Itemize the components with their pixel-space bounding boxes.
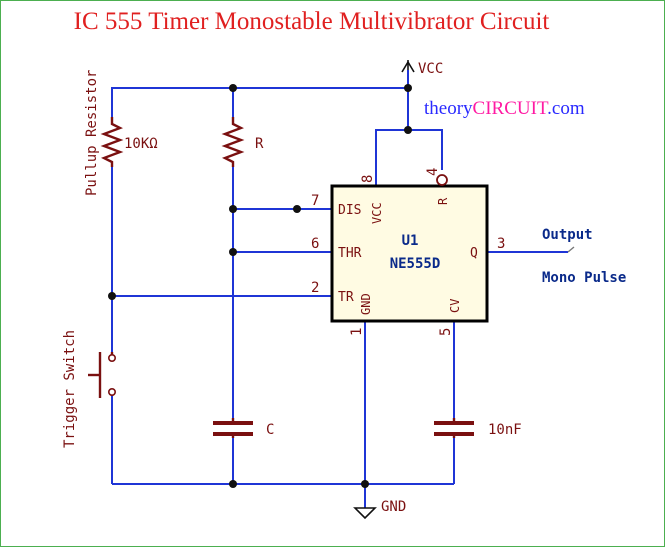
pin-name-cv: CV (448, 299, 462, 313)
brand-highlight: CIRCUIT (472, 98, 548, 119)
pin-number-2: 2 (311, 280, 319, 296)
junction-dot (404, 126, 412, 134)
trigger-switch-label: Trigger Switch (62, 330, 78, 448)
gnd-label: GND (381, 499, 406, 515)
site-brand: theoryCIRCUIT.com (424, 98, 585, 120)
junction-dot (229, 84, 237, 92)
output-label: Output (542, 227, 593, 243)
brand-suffix: .com (547, 98, 585, 119)
pullup-resistor-caption: Pullup Resistor (84, 70, 100, 196)
pin-number-8: 8 (360, 175, 376, 183)
pin-name-thr: THR (338, 246, 362, 261)
pin-number-3: 3 (497, 236, 505, 252)
timing-capacitor-label: C (266, 422, 274, 438)
pin-name-dis: DIS (338, 203, 361, 218)
vcc-arrow-icon (401, 60, 415, 73)
output-terminal-icon (567, 246, 575, 253)
ground-symbol-icon (353, 507, 377, 520)
pullup-resistor (100, 117, 124, 167)
junction-dot (108, 292, 116, 300)
reset-inversion-bubble (436, 174, 448, 186)
pin-number-6: 6 (311, 236, 319, 252)
junction-dot (229, 480, 237, 488)
output-sublabel: Mono Pulse (542, 270, 626, 286)
wire-vcc-reset-bus (375, 129, 443, 186)
timing-capacitor (213, 418, 253, 438)
pin-name-gnd: GND (359, 293, 373, 315)
junction-dot (293, 205, 301, 213)
junctions (108, 84, 412, 488)
junction-dot (229, 248, 237, 256)
junction-dot (229, 205, 237, 213)
pin-number-1: 1 (349, 328, 365, 336)
pin-name-tr: TR (338, 290, 354, 305)
junction-dot (361, 480, 369, 488)
ic-ne555-body (330, 184, 489, 323)
pin-name-reset: R (436, 197, 450, 205)
timing-resistor (221, 117, 245, 167)
pin-name-vcc: VCC (370, 202, 384, 224)
control-capacitor-value: 10nF (488, 422, 522, 438)
pin-name-q: Q (470, 246, 478, 261)
ic-part-number: NE555D (390, 256, 441, 272)
trigger-switch (88, 352, 117, 398)
ic-reference: U1 (402, 233, 419, 249)
control-capacitor (434, 418, 474, 438)
vcc-label: VCC (418, 61, 443, 77)
vcc-top-rail (111, 70, 409, 117)
timing-resistor-label: R (255, 136, 264, 152)
diagram-title: IC 555 Timer Monostable Multivibrator Ci… (73, 8, 550, 35)
brand-prefix: theory (424, 98, 473, 119)
junction-dot (404, 84, 412, 92)
pin-number-4: 4 (425, 168, 441, 176)
pin-number-7: 7 (311, 193, 319, 209)
pullup-resistor-value: 10KΩ (124, 136, 158, 152)
pin-number-5: 5 (438, 328, 454, 336)
